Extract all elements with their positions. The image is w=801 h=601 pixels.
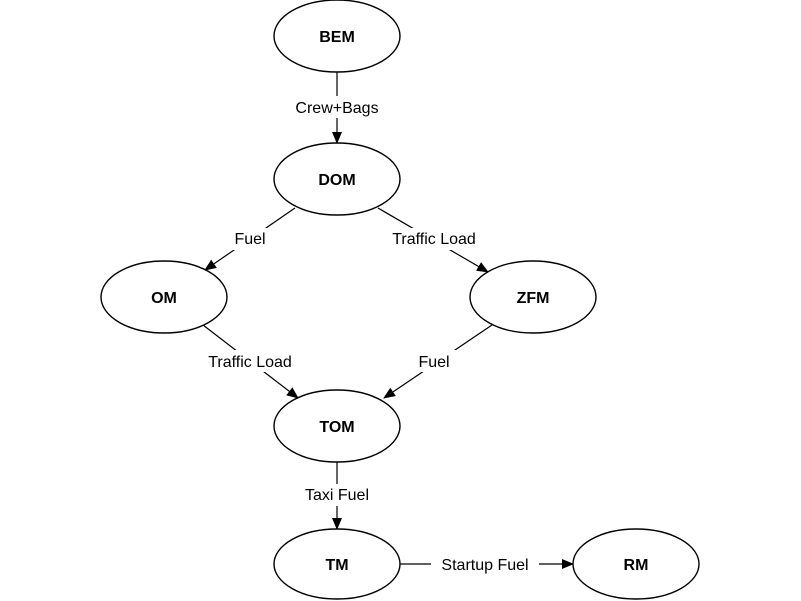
node-dom: DOM bbox=[273, 142, 401, 216]
edge-label-fuel-zfm-tom: Fuel bbox=[418, 354, 449, 371]
node-rm: RM bbox=[572, 528, 700, 600]
edge-tm-rm: Startup Fuel bbox=[400, 553, 574, 575]
edge-om-tom: Traffic Load bbox=[196, 324, 304, 399]
node-zfm: ZFM bbox=[469, 260, 597, 334]
node-label-om: OM bbox=[151, 290, 177, 307]
node-label-rm: RM bbox=[624, 557, 649, 574]
edge-tom-tm: Taxi Fuel bbox=[292, 462, 382, 530]
edge-label-traffic-load-dom-zfm: Traffic Load bbox=[392, 231, 476, 248]
node-om: OM bbox=[100, 260, 228, 334]
edge-zfm-tom: Fuel bbox=[383, 324, 493, 399]
node-label-zfm: ZFM bbox=[517, 290, 550, 307]
edge-label-taxi-fuel: Taxi Fuel bbox=[305, 487, 369, 504]
node-label-bem: BEM bbox=[319, 29, 355, 46]
edge-label-crew-bags: Crew+Bags bbox=[295, 100, 378, 117]
edge-dom-om: Fuel bbox=[204, 207, 296, 271]
node-label-tom: TOM bbox=[319, 419, 354, 436]
edge-label-startup-fuel: Startup Fuel bbox=[441, 557, 528, 574]
node-label-tm: TM bbox=[325, 557, 348, 574]
edge-label-fuel-dom-om: Fuel bbox=[234, 231, 265, 248]
node-bem: BEM bbox=[273, 0, 401, 73]
node-tm: TM bbox=[273, 528, 401, 600]
edge-label-traffic-load-om-tom: Traffic Load bbox=[208, 354, 292, 371]
edge-bem-dom: Crew+Bags bbox=[283, 72, 391, 144]
node-label-dom: DOM bbox=[318, 172, 355, 189]
node-tom: TOM bbox=[273, 389, 401, 463]
edge-dom-zfm: Traffic Load bbox=[377, 207, 489, 273]
